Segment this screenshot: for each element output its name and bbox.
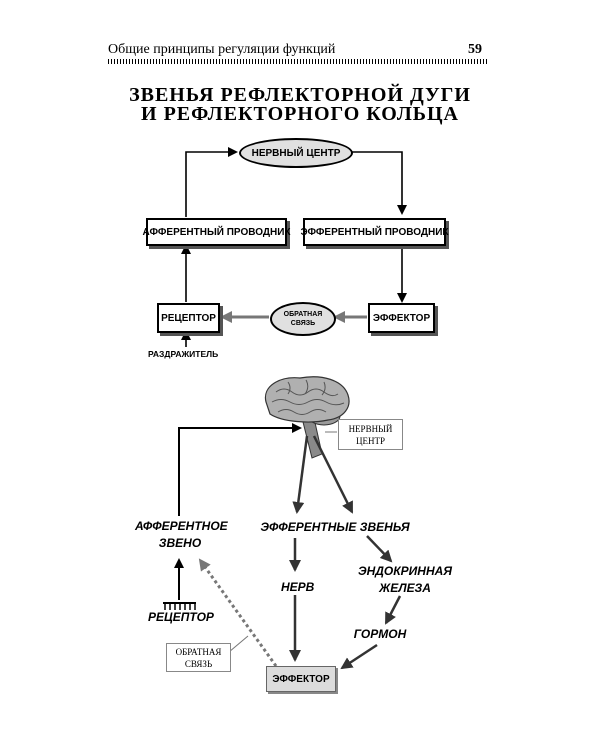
endocrine-gland-line-1: ЭНДОКРИННАЯ xyxy=(357,564,453,578)
header-rule xyxy=(108,59,488,64)
afferent-conductor-box: АФФЕРЕНТНЫЙ ПРОВОДНИК xyxy=(143,218,291,246)
nerve-center-note: НЕРВНЫЙ ЦЕНТР xyxy=(338,419,403,450)
page-number: 59 xyxy=(468,42,482,57)
ring-effector-label: ЭФФЕКТОР xyxy=(272,673,330,685)
ring-feedback-note: ОБРАТНАЯ СВЯЗЬ xyxy=(166,643,231,672)
feedback-label-line-1: ОБРАТНАЯ xyxy=(283,311,323,318)
endocrine-gland-line-2: ЖЕЛЕЗА xyxy=(379,581,431,595)
nerve-center-note-line-2: ЦЕНТР xyxy=(356,435,385,446)
ring-effector-box: ЭФФЕКТОР xyxy=(266,666,336,692)
afferent-link-line-2: ЗВЕНО xyxy=(158,536,202,550)
receptor-comb-icon xyxy=(163,602,196,610)
effector-box: ЭФФЕКТОР xyxy=(368,303,435,333)
arrow-gland-to-hormone xyxy=(384,595,402,625)
ring-feedback-line-1: ОБРАТНАЯ xyxy=(175,646,222,657)
figure-title: ЗВЕНЬЯ РЕФЛЕКТОРНОЙ ДУГИ И РЕФЛЕКТОРНОГО… xyxy=(100,84,500,125)
afferent-link-line-1: АФФЕРЕНТНОЕ xyxy=(135,519,228,533)
brain-icon xyxy=(264,376,350,459)
receptor-label: РЕЦЕПТОР xyxy=(161,312,216,324)
arrow-center-to-efferent xyxy=(351,151,407,215)
arrow-brain-to-efferent-right xyxy=(312,435,354,514)
arrow-to-endocrine-gland xyxy=(366,535,393,563)
stimulus-label: РАЗДРАЖИТЕЛЬ xyxy=(148,349,219,359)
afferent-conductor-label: АФФЕРЕНТНЫЙ ПРОВОДНИК xyxy=(142,226,291,238)
efferent-links-label: ЭФФЕРЕНТНЫЕ ЗВЕНЬЯ xyxy=(260,520,410,534)
feedback-label-line-2: СВЯЗЬ xyxy=(290,320,316,327)
feedback-dotted-arrow xyxy=(198,558,278,667)
feedback-label-leader xyxy=(228,635,249,653)
arrow-afferent-to-center xyxy=(185,147,238,217)
ring-feedback-line-2: СВЯЗЬ xyxy=(184,658,213,669)
nerve-center-note-line-1: НЕРВНЫЙ xyxy=(348,423,393,434)
effector-label: ЭФФЕКТОР xyxy=(372,312,431,324)
efferent-conductor-label: ЭФФЕРЕНТНЫЙ ПРОВОДНИК xyxy=(300,226,449,238)
arrow-brain-to-efferent-left xyxy=(292,435,309,514)
arrow-hormone-to-effector xyxy=(340,643,378,670)
figure-title-line-2: И РЕФЛЕКТОРНОГО КОЛЬЦА xyxy=(141,103,459,125)
ring-receptor-label: РЕЦЕПТОР xyxy=(148,610,214,624)
endocrine-gland-label: ЭНДОКРИННАЯ ЖЕЛЕЗА xyxy=(355,563,455,597)
afferent-link-label: АФФЕРЕНТНОЕ ЗВЕНО xyxy=(135,518,228,552)
receptor-box: РЕЦЕПТОР xyxy=(157,303,220,333)
figure-title-line-1: ЗВЕНЬЯ РЕФЛЕКТОРНОЙ ДУГИ xyxy=(129,84,471,106)
nerve-label: НЕРВ xyxy=(281,580,315,594)
nerve-center-label: НЕРВНЫЙ ЦЕНТР xyxy=(251,147,341,159)
efferent-conductor-box: ЭФФЕРЕНТНЫЙ ПРОВОДНИК xyxy=(300,218,449,246)
feedback-node: ОБРАТНАЯ СВЯЗЬ xyxy=(270,302,336,336)
arrow-afferent-to-brain xyxy=(178,423,302,516)
hormone-label: ГОРМОН xyxy=(353,627,407,641)
running-header: Общие принципы регуляции функций xyxy=(108,42,336,57)
nerve-center-node: НЕРВНЫЙ ЦЕНТР xyxy=(239,138,353,168)
